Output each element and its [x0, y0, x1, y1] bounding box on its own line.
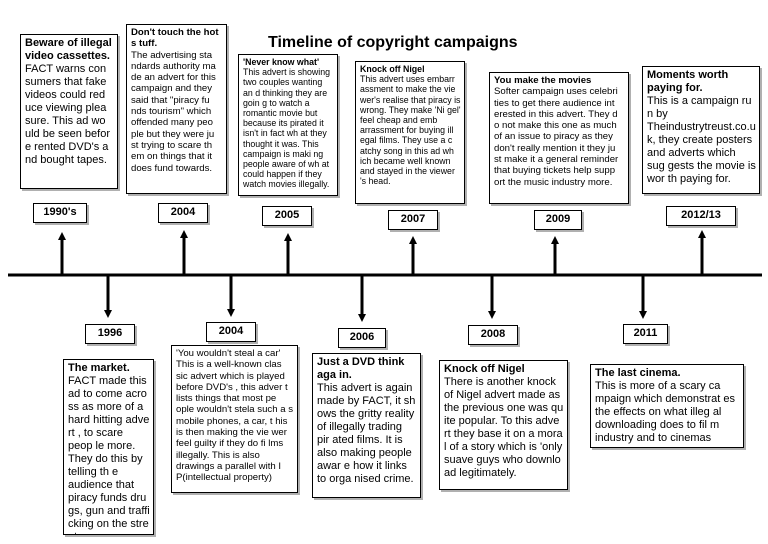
year-label-1996: 1996: [85, 324, 135, 344]
year-label-2009: 2009: [534, 210, 582, 230]
entry-heading: 'Never know what': [243, 57, 320, 67]
entry-heading: Knock off Nigel: [360, 64, 425, 74]
entry-card-2011: The last cinema. This is more of a scary…: [590, 364, 744, 448]
year-label-1990s: 1990's: [33, 203, 87, 223]
year-label-2012-13: 2012/13: [666, 206, 736, 226]
entry-heading: The last cinema.: [595, 367, 681, 379]
page-title: Timeline of copyright campaigns: [268, 34, 518, 51]
entry-heading: Just a DVD think aga in.: [317, 356, 405, 381]
entry-body: FACT warns con sumers that fake videos c…: [25, 63, 111, 166]
year-label-2004-top: 2004: [158, 203, 208, 223]
entry-card-1996: The market. FACT made this ad to come ac…: [63, 359, 154, 535]
year-label-2011: 2011: [623, 324, 668, 344]
year-label-2008: 2008: [468, 325, 518, 345]
entry-card-2008: Knock off Nigel There is another knock o…: [439, 360, 568, 490]
entry-body: This is a campaign ru n by Theindustrytr…: [647, 95, 756, 185]
entry-heading: Moments worth paying for.: [647, 69, 729, 94]
entry-card-2005: 'Never know what' This advert is showing…: [238, 54, 338, 196]
entry-heading: Beware of illegal video cassettes.: [25, 37, 112, 62]
entry-card-1990s: Beware of illegal video cassettes. FACT …: [20, 34, 118, 189]
year-label-2006: 2006: [338, 328, 386, 348]
year-label-2007: 2007: [388, 210, 438, 230]
entry-card-2007: Knock off Nigel This advert uses embarr …: [355, 61, 465, 204]
entry-card-2006: Just a DVD think aga in. This advert is …: [312, 353, 421, 498]
entry-card-2012-13: Moments worth paying for. This is a camp…: [642, 66, 760, 194]
entry-card-2004-bottom: 'You wouldn't steal a car' This is a wel…: [171, 345, 298, 493]
entry-body: This advert is showing two couples wanti…: [243, 67, 331, 190]
entry-body: The advertising sta ndards authority ma …: [131, 49, 216, 174]
entry-body: FACT made this ad to come acro ss as mor…: [68, 375, 150, 534]
entry-heading: Don't touch the hot s tuff.: [131, 27, 219, 50]
year-label-2004-bottom: 2004: [206, 322, 256, 342]
entry-card-2004-top: Don't touch the hot s tuff. The advertis…: [126, 24, 227, 194]
entry-body: This advert uses embarr assment to make …: [360, 74, 461, 187]
entry-body: This is more of a scary ca mpaign which …: [595, 380, 736, 444]
entry-heading: The market.: [68, 362, 130, 374]
entry-body: This advert is again made by FACT, it sh…: [317, 382, 416, 485]
entry-body: Softer campaign uses celebri ties to get…: [494, 86, 619, 188]
entry-body: 'You wouldn't steal a car' This is a wel…: [176, 348, 294, 484]
entry-heading: You make the movies: [494, 75, 592, 86]
entry-body: There is another knock of Nigel advert m…: [444, 376, 564, 479]
entry-card-2009: You make the movies Softer campaign uses…: [489, 72, 629, 204]
year-label-2005: 2005: [262, 206, 312, 226]
entry-heading: Knock off Nigel: [444, 363, 525, 375]
